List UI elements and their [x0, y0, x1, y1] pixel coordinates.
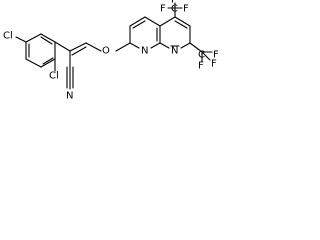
- bond: [174, 20, 188, 29]
- bond: [15, 36, 27, 43]
- bond: [54, 41, 71, 52]
- bond: [189, 42, 203, 53]
- bond: [71, 46, 87, 56]
- bond: [85, 42, 102, 52]
- bond: [201, 51, 211, 61]
- bonds: [15, 2, 213, 90]
- chlorine-atom-ortho: Cl: [49, 71, 59, 82]
- cf3-right-carbon: C: [198, 50, 205, 61]
- bond: [150, 42, 161, 49]
- chemical-structure-diagram: Cl Cl N O N N C F F F C F F F: [0, 0, 236, 130]
- ether-oxygen-atom: O: [102, 46, 110, 57]
- cf3-right-fluorine-3: F: [211, 59, 217, 70]
- bond: [115, 42, 131, 52]
- cf3-top-carbon: C: [171, 4, 178, 15]
- nitrile-nitrogen-atom: N: [66, 91, 73, 102]
- bond: [40, 36, 53, 45]
- bond: [40, 58, 56, 68]
- ring-nitrogen-atom-1: N: [141, 46, 148, 57]
- ring-nitrogen-atom-8: N: [171, 46, 178, 57]
- bond: [132, 20, 146, 29]
- atom-labels: Cl Cl N O N N C F F F C F F F: [3, 0, 219, 102]
- bond: [25, 58, 42, 68]
- bond: [42, 57, 54, 65]
- bond: [25, 33, 42, 43]
- bond: [180, 42, 191, 49]
- bond: [129, 42, 140, 49]
- cf3-right-fluorine-1: F: [213, 50, 219, 61]
- cf3-top-fluorine-2: F: [160, 4, 166, 15]
- bond: [144, 16, 161, 27]
- bond: [159, 42, 170, 49]
- bond: [69, 42, 87, 52]
- bond: [129, 16, 146, 27]
- bond: [40, 33, 56, 43]
- cf3-top-fluorine-1: F: [183, 4, 189, 15]
- cf3-top-fluorine-3: F: [171, 0, 177, 6]
- chlorine-atom-para: Cl: [3, 31, 13, 42]
- cf3-right-fluorine-2: F: [198, 61, 204, 72]
- bond: [159, 16, 176, 27]
- bond: [174, 16, 191, 27]
